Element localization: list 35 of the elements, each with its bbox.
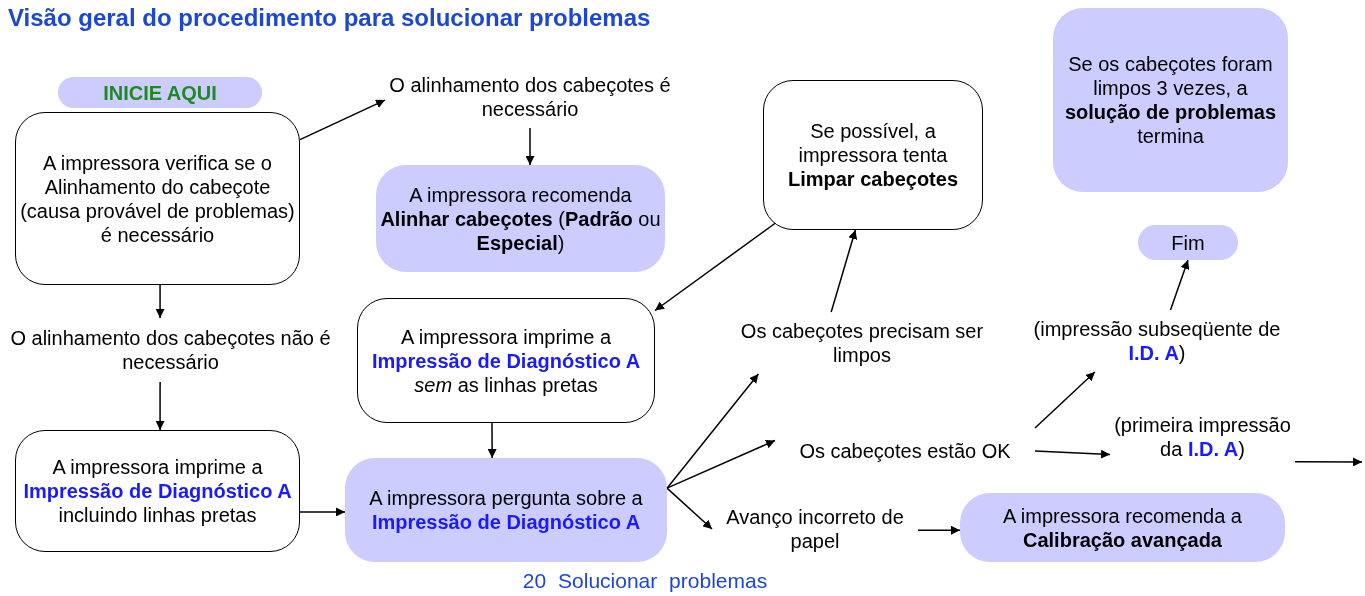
recommendation-box: A impressora recomenda Alinhar cabeçotes (Padrão ou Especial) xyxy=(376,165,665,272)
flow-text: Os cabeçotes estão OK xyxy=(775,420,1035,482)
process-box: A impressora imprime a Impressão de Diagnóstico A incluindo linhas pretas xyxy=(15,430,300,552)
arrow xyxy=(666,439,776,489)
arrow xyxy=(666,373,760,489)
flow-text: Avanço incorreto de papel xyxy=(712,498,918,560)
flow-text: (primeira impressão da I.D. A) xyxy=(1110,393,1295,481)
diagram-title: Visão geral do procedimento para solucionar problemas xyxy=(8,4,651,32)
arrow xyxy=(155,284,165,319)
flow-text: Os cabeçotes precisam ser limpos xyxy=(722,312,1002,374)
end-badge: Fim xyxy=(1138,225,1238,260)
arrow xyxy=(299,507,346,517)
end-box: Se os cabeçotes foram limpos 3 vezes, a solução de problemas termina xyxy=(1053,8,1288,192)
process-box: A impressora verifica se o Alinhamento do cabeçote (causa provável de problemas) é necessário xyxy=(15,112,300,285)
flow-text: O alinhamento dos cabeçotes não é necessário xyxy=(8,318,333,382)
arrow xyxy=(917,525,961,535)
process-box: Se possível, a impressora tenta Limpar cabeçotes xyxy=(763,80,983,230)
arrow xyxy=(666,487,713,530)
arrow xyxy=(1169,259,1190,311)
flow-text: (impressão subseqüente de I.D. A) xyxy=(1022,310,1292,372)
arrow xyxy=(1294,457,1363,467)
arrow xyxy=(525,127,535,166)
arrow xyxy=(830,229,858,313)
page-footer: 20 Solucionar problemas xyxy=(0,569,1290,593)
process-box: A impressora imprime a Impressão de Diagnóstico A sem as linhas pretas xyxy=(357,298,655,423)
arrow xyxy=(1034,371,1096,429)
arrow xyxy=(1034,449,1111,459)
arrow xyxy=(299,99,386,141)
flow-text: O alinhamento dos cabeçotes é necessário xyxy=(385,66,675,128)
question-box: A impressora pergunta sobre a Impressão de Diagnóstico A xyxy=(345,458,667,562)
start-badge: INICIE AQUI xyxy=(58,77,262,108)
arrow xyxy=(654,221,777,312)
arrow xyxy=(155,381,165,431)
arrow xyxy=(487,422,497,459)
recommendation-box: A impressora recomenda a Calibração avançada xyxy=(960,493,1285,562)
